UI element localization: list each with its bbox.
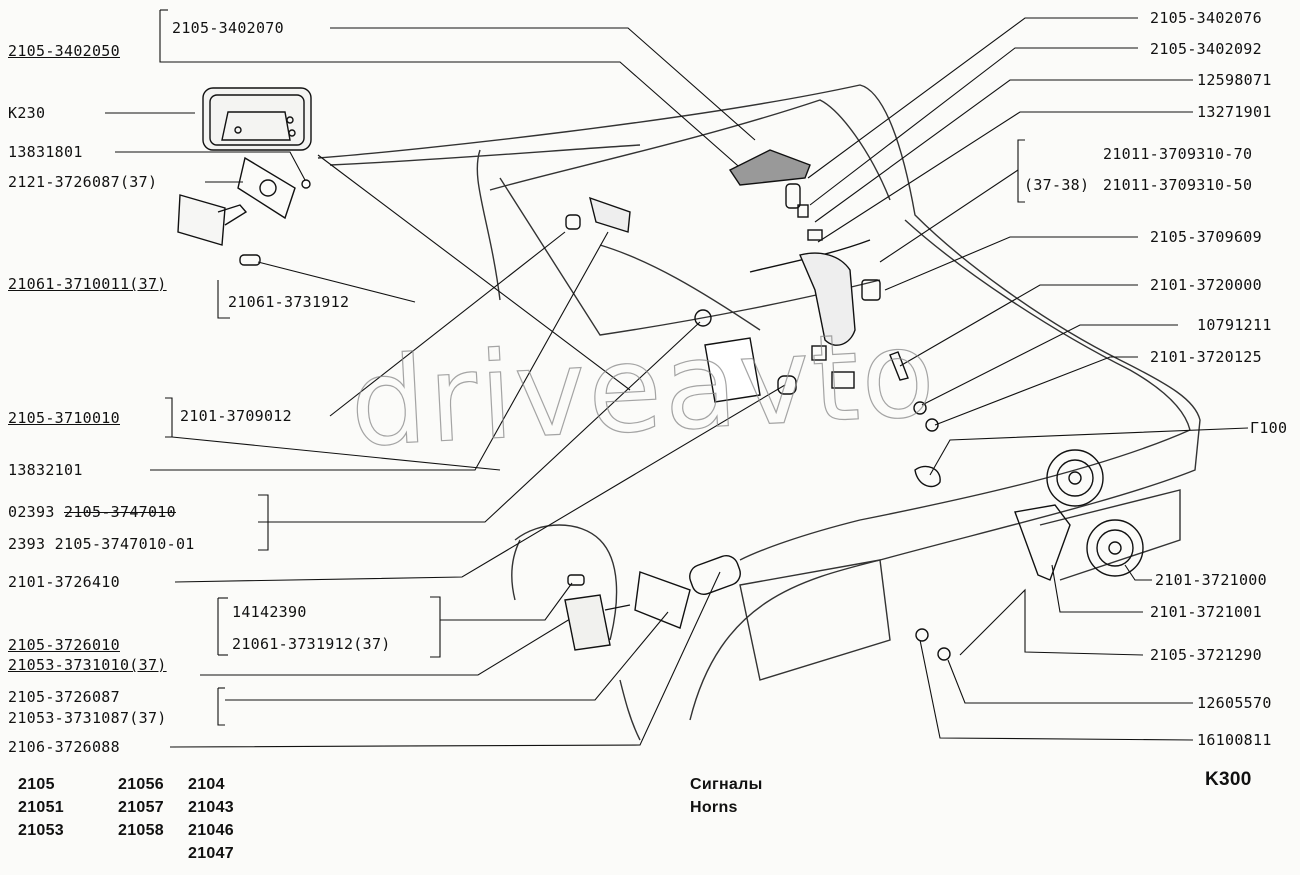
label-12598071: 12598071 xyxy=(1197,71,1272,89)
label-2101-3720125: 2101-3720125 xyxy=(1150,348,1262,366)
car-body-outline xyxy=(317,84,1201,741)
model-21051: 21051 xyxy=(18,799,64,816)
part-drawings xyxy=(177,87,1144,661)
label-21061-3710011: 21061-3710011(37) xyxy=(8,275,167,293)
label-14142390: 14142390 xyxy=(232,603,307,621)
label-10791211: 10791211 xyxy=(1197,316,1272,334)
label-2105-3721290: 2105-3721290 xyxy=(1150,646,1262,664)
label-13832101: 13832101 xyxy=(8,461,83,479)
label-2121-3726087: 2121-3726087(37) xyxy=(8,173,158,191)
label-21053-3731010: 21053-3731010(37) xyxy=(8,656,167,674)
label-13831801: 13831801 xyxy=(8,143,83,161)
model-21057: 21057 xyxy=(118,799,164,816)
leader-lines xyxy=(105,9,1249,748)
model-21043: 21043 xyxy=(188,799,234,816)
label-2105-3726087: 2105-3726087 xyxy=(8,688,120,706)
model-21056: 21056 xyxy=(118,776,164,793)
label-2101-3721000: 2101-3721000 xyxy=(1155,571,1267,589)
label-2393: 2393 2105-3747010-01 xyxy=(8,535,195,553)
model-21047: 21047 xyxy=(188,845,234,862)
label-2101-3726410: 2101-3726410 xyxy=(8,573,120,591)
label-k230: K230 xyxy=(8,104,46,122)
label-2101-3709012: 2101-3709012 xyxy=(180,407,292,425)
label-2105-3726010: 2105-3726010 xyxy=(8,636,120,654)
model-2104: 2104 xyxy=(188,776,225,793)
label-16100811: 16100811 xyxy=(1197,731,1272,749)
caption-en: Horns xyxy=(690,799,738,816)
label-2106-3726088: 2106-3726088 xyxy=(8,738,120,756)
label-2105-3402050: 2105-3402050 xyxy=(8,42,120,60)
label-2105-3709609: 2105-3709609 xyxy=(1150,228,1262,246)
label-02393: 02393 2105-3747010 xyxy=(8,503,176,521)
label-g100: Г100 xyxy=(1250,419,1288,437)
label-12605570: 12605570 xyxy=(1197,694,1272,712)
page-code: K300 xyxy=(1205,769,1252,790)
label-13271901: 13271901 xyxy=(1197,103,1272,121)
model-21053: 21053 xyxy=(18,822,64,839)
label-21011-3709310-70: 21011-3709310-70 xyxy=(1103,145,1253,163)
model-21046: 21046 xyxy=(188,822,234,839)
model-21058: 21058 xyxy=(118,822,164,839)
model-2105: 2105 xyxy=(18,776,55,793)
label-2105-3710010: 2105-3710010 xyxy=(8,409,120,427)
label-2101-3721001: 2101-3721001 xyxy=(1150,603,1262,621)
label-21061-3731912-bottom: 21061-3731912(37) xyxy=(232,635,391,653)
label-37-38: (37-38) xyxy=(1024,176,1090,194)
label-02393-code: 02393 xyxy=(8,503,55,521)
caption-ru: Сигналы xyxy=(690,776,763,793)
label-21053-3731087: 21053-3731087(37) xyxy=(8,709,167,727)
label-2105-3747010: 2105-3747010 xyxy=(64,503,176,521)
label-21011-3709310-50: 21011-3709310-50 xyxy=(1103,176,1253,194)
label-2105-3402092: 2105-3402092 xyxy=(1150,40,1262,58)
label-2105-3402076: 2105-3402076 xyxy=(1150,9,1262,27)
label-2101-3720000: 2101-3720000 xyxy=(1150,276,1262,294)
label-2105-3402070: 2105-3402070 xyxy=(172,19,284,37)
label-21061-3731912-top: 21061-3731912 xyxy=(228,293,350,311)
